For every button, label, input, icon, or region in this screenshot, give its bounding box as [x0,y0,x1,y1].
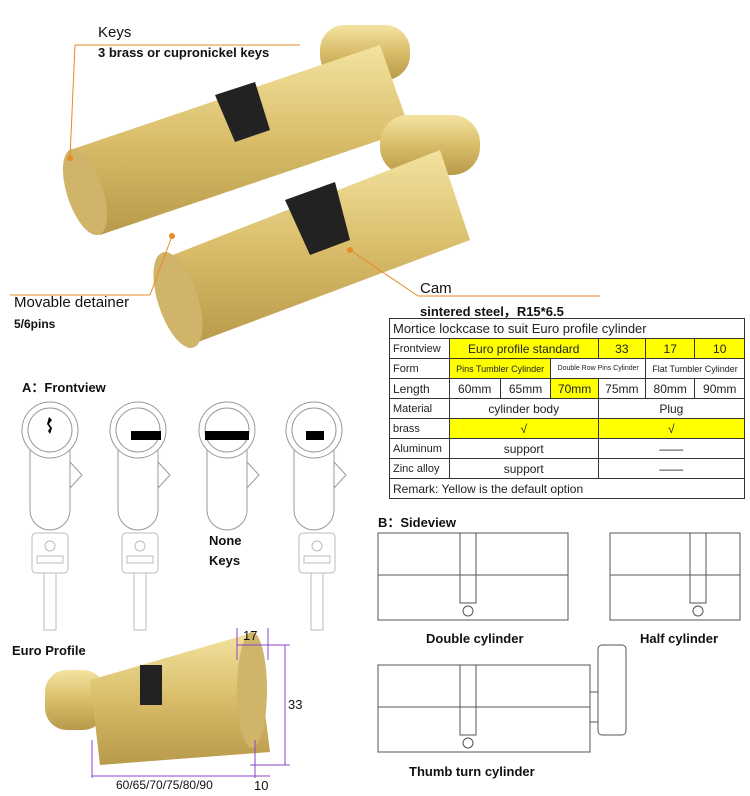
frontview-title: A：Frontview [22,380,106,395]
cell: 60mm [448,378,501,399]
dim-lengths: 60/65/70/75/80/90 [116,778,213,792]
none-keys-label-2: Keys [209,553,241,568]
row-label: Aluminum [389,438,450,459]
cell: √ [597,418,746,439]
half-cylinder-label: Half cylinder [640,631,719,646]
double-cylinder-label: Double cylinder [426,631,524,646]
cell: 70mm [550,378,599,399]
cylinder-photo-bottom [45,632,270,765]
euro-profile-label: Euro Profile [12,643,86,658]
thumb-turn-label: Thumb turn cylinder [409,764,535,779]
dim-width: 17 [243,628,258,643]
detainer-title: Movable detainer [14,294,130,311]
sideview-title: B：Sideview [378,515,457,530]
keys-description: 3 brass or cupronickel keys [98,45,270,60]
cell: —— [597,438,746,459]
cell: 65mm [499,378,552,399]
cam-title: Cam [420,280,452,297]
cell: 33 [597,338,646,359]
table-title: Mortice lockcase to suit Euro profile cy… [389,318,745,339]
cell: 75mm [597,378,646,399]
row-label: Zinc alloy [389,458,450,479]
row-label: Frontview [389,338,450,359]
cell: Pins Tumbler Cylinder [448,358,552,379]
spec-table: Mortice lockcase to suit Euro profile cy… [389,318,746,499]
cell: support [448,438,599,459]
cell: Double Row Pins Cylinder [550,358,646,379]
keys-title: Keys [98,24,132,41]
cell: 80mm [644,378,696,399]
none-keys-label-1: None [209,533,242,548]
cylinder-photo-back [62,25,410,236]
cylinder-photo-front [153,115,480,348]
dim-cam: 10 [254,778,269,793]
sideview-drawings [377,532,741,753]
frontview-profiles [21,401,347,631]
callout-lines [10,44,600,297]
cell: Flat Tumbler Cylinder [644,358,746,379]
cell: cylinder body [448,398,599,419]
cell: Plug [597,398,746,419]
cell: √ [448,418,599,439]
cell: support [448,458,599,479]
row-label: Material [389,398,450,419]
detainer-description: 5/6pins [14,317,56,331]
row-label: brass [389,418,450,439]
cell: 10 [694,338,745,359]
cam-description: sintered steel，R15*6.5 [420,304,564,319]
cell: 90mm [694,378,745,399]
table-remark: Remark: Yellow is the default option [389,478,745,499]
dimension-lines [91,628,290,778]
cell: —— [597,458,746,479]
cell: Euro profile standard [448,338,599,359]
row-label: Length [389,378,450,399]
row-label: Form [389,358,450,379]
cell: 17 [644,338,696,359]
dim-height: 33 [288,697,303,712]
